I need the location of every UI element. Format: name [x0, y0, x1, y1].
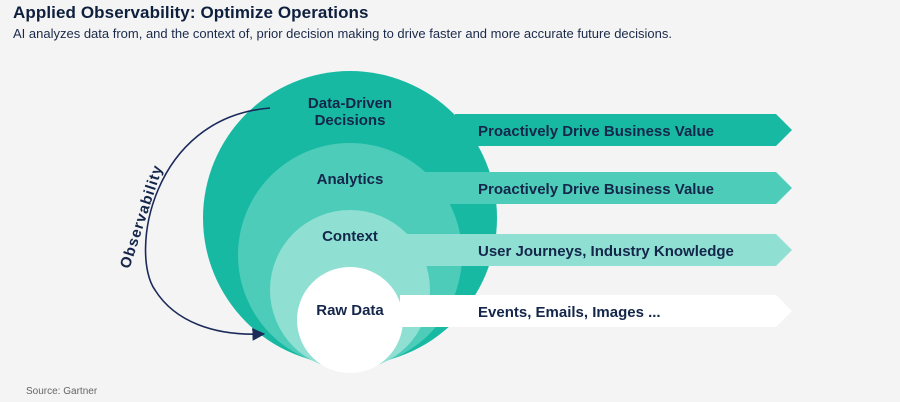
layer-label-analytics: Analytics	[317, 171, 384, 188]
page-title: Applied Observability: Optimize Operatio…	[13, 3, 369, 22]
arrow-label-2: Proactively Drive Business Value	[478, 181, 714, 198]
source-note: Source: Gartner	[26, 386, 98, 397]
layer-label-data-driven: Data-Driven	[308, 95, 392, 112]
arrow-band-3	[385, 234, 792, 266]
arrow-band-4	[400, 295, 792, 327]
arrow-band-1	[455, 114, 792, 146]
layer-label-context: Context	[322, 228, 378, 245]
layer-circle-raw-data	[297, 267, 403, 373]
layer-label-decisions: Decisions	[315, 112, 386, 129]
page-subtitle: AI analyzes data from, and the context o…	[13, 26, 673, 41]
layer-label-raw-data: Raw Data	[316, 302, 384, 319]
arrow-label-3: User Journeys, Industry Knowledge	[478, 243, 734, 260]
arrow-band-2	[410, 172, 792, 204]
arrow-label-4: Events, Emails, Images ...	[478, 304, 661, 321]
observability-label: Observability	[117, 163, 167, 271]
arrow-label-1: Proactively Drive Business Value	[478, 123, 714, 140]
observability-arc	[144, 107, 271, 341]
